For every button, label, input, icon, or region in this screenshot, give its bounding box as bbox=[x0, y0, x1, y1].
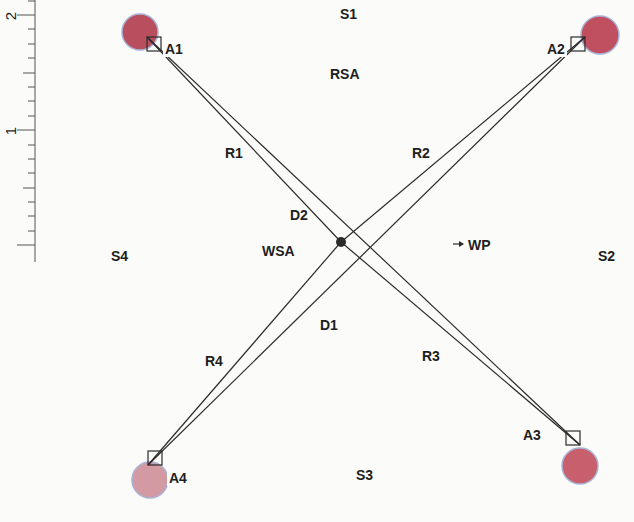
area-label: D1 bbox=[320, 317, 338, 333]
corner-label: A4 bbox=[167, 470, 189, 486]
right-angle-mark bbox=[147, 37, 161, 51]
diagonal-line bbox=[148, 37, 585, 465]
ruler-edge bbox=[35, 0, 36, 262]
area-label: WSA bbox=[262, 243, 295, 259]
area-label: D2 bbox=[290, 207, 308, 223]
corner-dot bbox=[562, 448, 598, 484]
radius-label: R4 bbox=[203, 353, 225, 369]
side-label: S1 bbox=[338, 6, 359, 22]
corner-label: A2 bbox=[545, 41, 567, 57]
right-angle-mark bbox=[566, 431, 580, 445]
corner-dot bbox=[132, 462, 168, 498]
radius-line bbox=[341, 242, 580, 445]
right-angle-mark bbox=[571, 37, 585, 51]
radius-label: R1 bbox=[223, 145, 245, 161]
side-label: S2 bbox=[596, 248, 617, 264]
side-label: S4 bbox=[109, 248, 130, 264]
region-outline bbox=[147, 37, 585, 465]
radius-label: R2 bbox=[410, 145, 432, 161]
circle-border bbox=[226, 127, 456, 357]
diagonal-line bbox=[147, 37, 580, 445]
corner-label: A1 bbox=[163, 41, 185, 57]
arrow-head bbox=[459, 241, 464, 247]
side-label: S3 bbox=[354, 467, 375, 483]
radius-label: R3 bbox=[420, 348, 442, 364]
ruler-number: 2 bbox=[3, 10, 19, 22]
wound-area bbox=[229, 130, 453, 354]
radius-line bbox=[147, 37, 341, 242]
radius-line bbox=[341, 37, 585, 242]
radius-line bbox=[148, 242, 341, 465]
right-angle-mark bbox=[148, 451, 162, 465]
ruler-number: 1 bbox=[3, 125, 19, 137]
wound-circle: WSA D2D1 bbox=[226, 127, 456, 357]
corner-label: A3 bbox=[521, 427, 543, 443]
region-outline bbox=[147, 37, 585, 465]
circle-outline bbox=[226, 127, 456, 357]
rsa-region: RSA WSA D2D1 bbox=[147, 37, 585, 465]
corner-dot bbox=[122, 14, 158, 50]
pointer-label: WP bbox=[466, 237, 493, 253]
center-dot bbox=[336, 237, 346, 247]
corner-dot bbox=[581, 16, 619, 54]
ruler-ticks bbox=[17, 1, 35, 245]
area-label: RSA bbox=[330, 66, 360, 82]
